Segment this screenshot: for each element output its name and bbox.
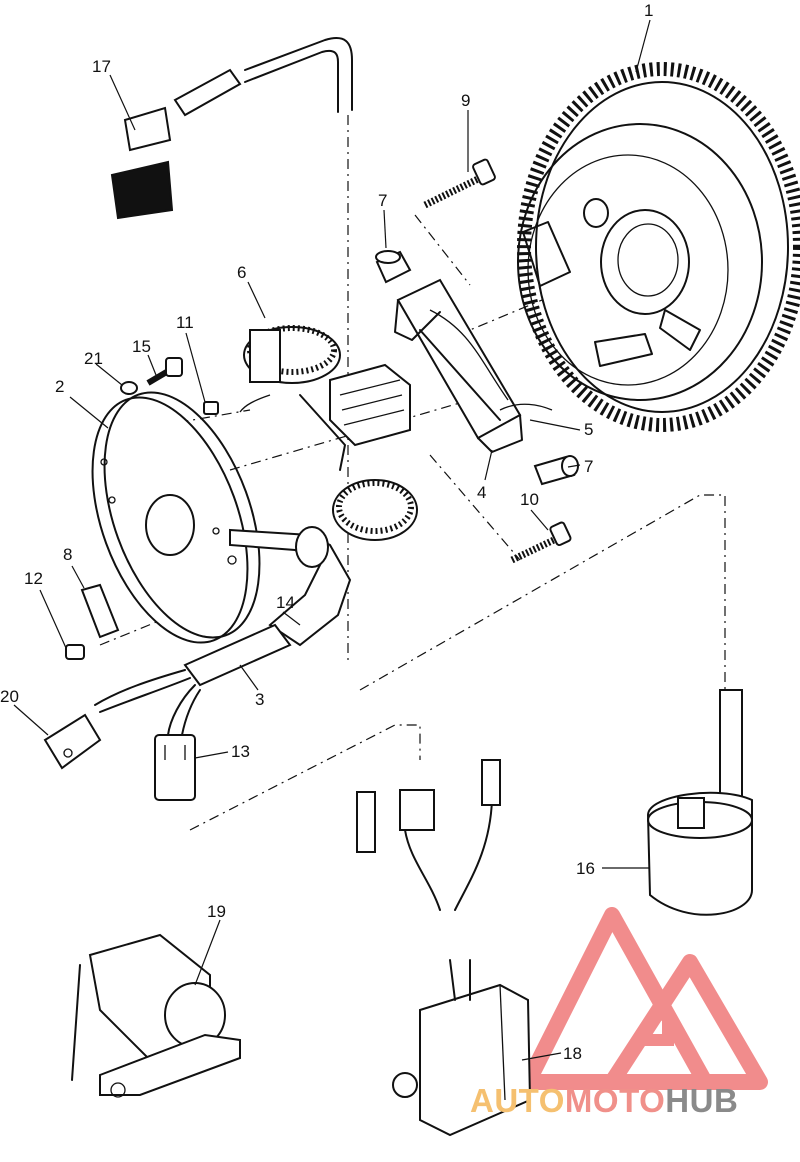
cdi-module-part-18 — [356, 759, 532, 1137]
spark-plug-cap-part-17 — [110, 37, 353, 220]
callout-15: 15 — [132, 337, 151, 356]
callout-21: 21 — [84, 349, 103, 368]
callout-1: 1 — [644, 1, 653, 20]
ignition-coil-part-16 — [646, 689, 753, 916]
callout-5: 5 — [584, 420, 593, 439]
wordmark-moto: MOTO — [565, 1082, 665, 1119]
callout-14: 14 — [276, 593, 295, 612]
callout-16: 16 — [576, 859, 595, 878]
callout-9: 9 — [461, 91, 470, 110]
automotohub-wordmark: AUTOMOTOHUB — [470, 1082, 738, 1119]
starter-solenoid-part-19 — [71, 933, 241, 1098]
bolt-part-10 — [510, 521, 572, 564]
callout-3: 3 — [255, 690, 264, 709]
callout-leaders — [13, 19, 651, 1061]
callout-13: 13 — [231, 742, 250, 761]
stator-plate-part-2 — [91, 391, 261, 644]
callout-7-lower: 7 — [584, 457, 593, 476]
wire-harness-part-3 — [94, 623, 292, 736]
callout-4: 4 — [477, 483, 486, 502]
washer-part-21 — [120, 381, 138, 395]
spacer-part-7-lower — [533, 455, 579, 486]
wordmark-hub: HUB — [665, 1082, 738, 1119]
callout-20: 20 — [0, 687, 19, 706]
spacer-part-7-upper — [375, 250, 412, 284]
callout-2: 2 — [55, 377, 64, 396]
connector-part-20 — [43, 713, 102, 770]
wordmark-auto: AUTO — [470, 1082, 565, 1119]
callout-8: 8 — [63, 545, 72, 564]
automotohub-logo — [520, 907, 768, 1090]
clamp-part-8 — [80, 583, 120, 639]
callout-labels: 1 2 3 4 5 6 7 7 8 9 10 11 12 13 14 15 16… — [0, 1, 653, 1063]
flywheel-part-1 — [517, 62, 800, 432]
callout-12: 12 — [24, 569, 43, 588]
callout-17: 17 — [92, 57, 111, 76]
callout-11: 11 — [176, 313, 194, 332]
screw-part-11 — [203, 401, 219, 415]
lighting-coil-part-4 — [394, 278, 553, 453]
screw-part-15 — [146, 357, 183, 386]
bolt-part-9 — [423, 158, 496, 209]
connector-part-13 — [154, 734, 196, 801]
callout-10: 10 — [520, 490, 539, 509]
svg-text:AUTOMOTOHUB: AUTOMOTOHUB — [470, 1082, 738, 1119]
grommet-part-14 — [229, 526, 352, 647]
callout-6: 6 — [237, 263, 246, 282]
callout-18: 18 — [563, 1044, 582, 1063]
stator-coils-part-6 — [239, 325, 418, 541]
callout-7-upper: 7 — [378, 191, 387, 210]
screw-part-12 — [65, 644, 85, 660]
callout-19: 19 — [207, 902, 226, 921]
